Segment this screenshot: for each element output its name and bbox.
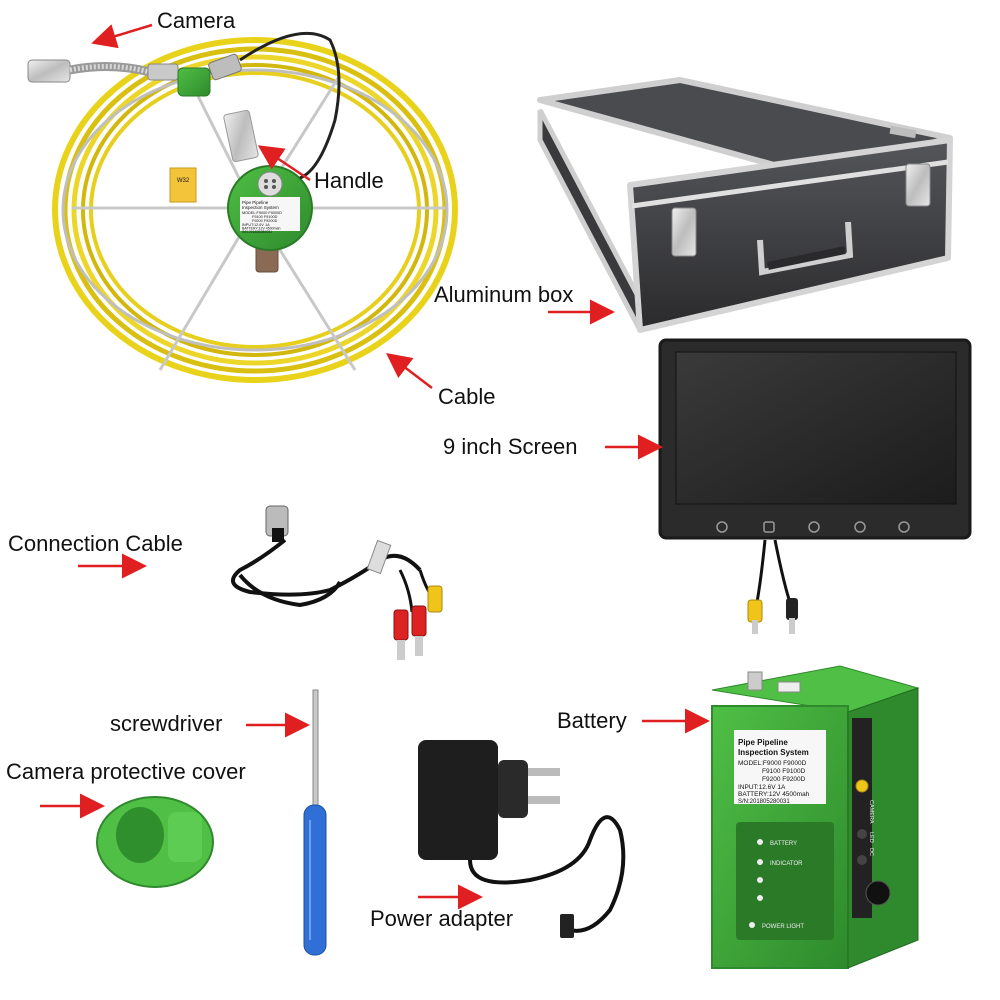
battery-label-model3: F9200 F9200D xyxy=(762,776,806,783)
aluminum-box xyxy=(537,77,953,333)
screwdriver xyxy=(303,689,327,956)
battery-label-title1: Pipe Pipeline xyxy=(738,738,788,747)
camera-protective-cover xyxy=(96,796,214,888)
screwdriver-label: screwdriver xyxy=(110,711,223,736)
aluminum-box-label: Aluminum box xyxy=(434,282,574,307)
screen-label: 9 inch Screen xyxy=(443,434,578,459)
reel-label-line7: BATTERY:12V 4500mah xyxy=(242,227,280,231)
battery-indicator-power-light: POWER LIGHT xyxy=(762,924,804,930)
reel-label-line2: Inspection System xyxy=(242,205,279,210)
camera-label: Camera xyxy=(157,8,236,33)
power-adapter-label: Power adapter xyxy=(370,906,514,931)
battery-indicator-indicator: INDICATOR xyxy=(770,861,803,867)
battery-side-camera: CAMERA xyxy=(868,800,874,824)
battery-label-input: INPUT:12.6V 1A xyxy=(738,784,786,791)
handle-arrow xyxy=(257,145,311,182)
cable-reel: W32 Pipe Pipeline Inspection System MODE… xyxy=(27,31,458,383)
battery-label: Battery xyxy=(557,708,627,733)
protective-cover-label: Camera protective cover xyxy=(6,759,246,784)
connection-cable xyxy=(231,505,443,660)
battery-side-led: LED xyxy=(868,832,874,843)
battery-label-model: MODEL:F9000 F9000D xyxy=(738,760,807,767)
battery-label-title2: Inspection System xyxy=(738,748,809,757)
reel-label-line5: F9200 F9200D xyxy=(252,219,278,223)
power-adapter xyxy=(418,740,626,938)
reel-tag-text: W32 xyxy=(177,178,190,184)
reel-label-line8: S/N:201805280031 xyxy=(242,230,272,234)
camera-arrow xyxy=(91,23,153,49)
case-latch-right xyxy=(905,163,931,207)
battery-label-battery: BATTERY:12V 4500mah xyxy=(738,791,810,798)
battery-box: Pipe Pipeline Inspection System MODEL:F9… xyxy=(711,665,920,969)
reel-label-line6: INPUT:12.6V 1A xyxy=(242,223,270,227)
handle-label: Handle xyxy=(314,168,384,193)
reel-label-line3: MODEL:F9000 F9000D xyxy=(242,211,282,215)
monitor-screen xyxy=(658,338,972,634)
cable-arrow xyxy=(386,352,433,389)
reel-label-line4: F9100 F9100D xyxy=(252,215,278,219)
case-latch-left xyxy=(671,207,697,257)
connection-cable-label: Connection Cable xyxy=(8,531,183,556)
battery-indicator-battery: BATTERY xyxy=(770,841,797,847)
reel-label-line1: Pipe Pipeline xyxy=(242,200,269,205)
battery-label-model2: F9100 F9100D xyxy=(762,768,806,775)
cable-label: Cable xyxy=(438,384,496,409)
battery-side-dc: DC xyxy=(868,848,874,856)
battery-label-sn: S/N:201805280031 xyxy=(738,799,790,805)
